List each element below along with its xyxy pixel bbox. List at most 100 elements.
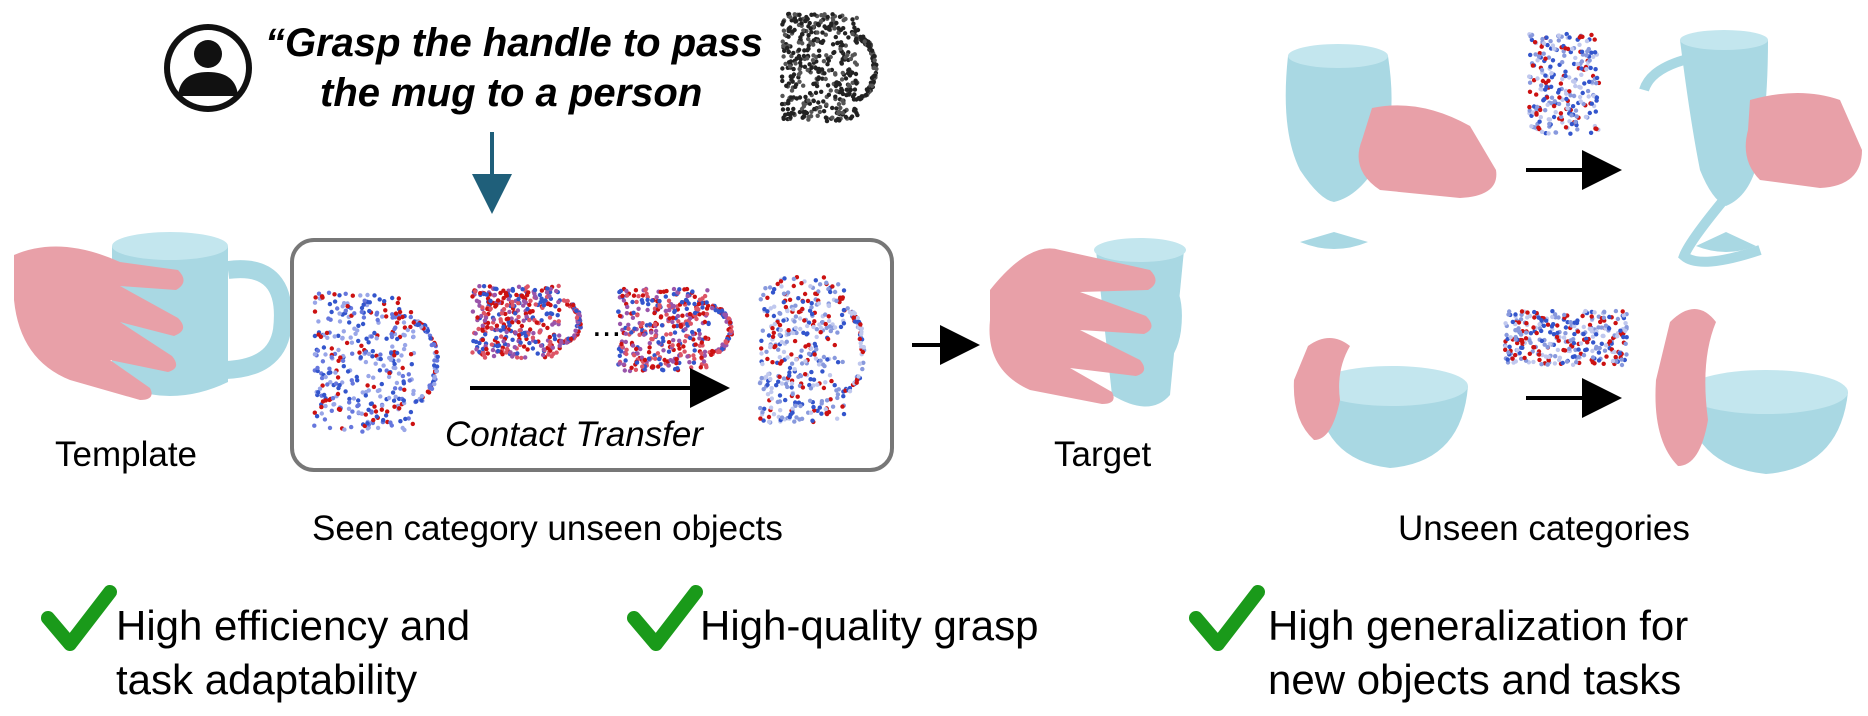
point — [684, 321, 690, 327]
point — [851, 108, 857, 113]
point — [345, 369, 351, 374]
point — [776, 347, 781, 352]
point — [1559, 114, 1564, 120]
point — [825, 357, 830, 362]
point — [676, 342, 681, 348]
point — [765, 382, 770, 387]
point — [796, 296, 801, 301]
point — [667, 307, 672, 313]
point — [826, 92, 832, 98]
point — [809, 109, 814, 115]
point — [791, 283, 796, 289]
point — [506, 297, 511, 302]
point — [647, 345, 652, 350]
point — [1546, 354, 1551, 360]
point — [802, 318, 807, 323]
point — [385, 409, 390, 414]
point — [780, 66, 785, 71]
point — [402, 342, 408, 348]
point — [817, 109, 823, 115]
point — [510, 337, 515, 342]
point — [825, 14, 830, 20]
point — [356, 338, 361, 344]
point — [480, 337, 486, 343]
point — [803, 344, 808, 349]
point — [620, 293, 625, 299]
point — [367, 300, 372, 305]
point — [872, 65, 877, 71]
point — [384, 368, 389, 373]
point — [777, 355, 782, 360]
point — [312, 300, 318, 305]
point — [1603, 343, 1609, 348]
point — [822, 71, 827, 76]
point — [1541, 323, 1547, 328]
point — [410, 421, 415, 427]
point — [1591, 54, 1596, 59]
point — [800, 41, 805, 46]
point — [402, 325, 408, 330]
point — [633, 367, 639, 372]
point — [806, 98, 811, 103]
point — [503, 291, 509, 296]
point — [802, 291, 808, 297]
point — [540, 352, 546, 358]
point — [329, 408, 334, 413]
point — [798, 60, 803, 66]
check-icon — [1189, 585, 1265, 651]
point — [479, 313, 484, 319]
point — [814, 334, 819, 340]
point — [432, 375, 437, 381]
point — [697, 331, 702, 337]
point — [770, 360, 775, 365]
point — [329, 309, 334, 315]
point — [313, 295, 318, 300]
point — [332, 334, 337, 339]
point — [392, 353, 397, 358]
point — [814, 347, 819, 352]
point — [1543, 73, 1548, 78]
point — [366, 388, 371, 393]
point — [411, 320, 416, 325]
point — [1588, 130, 1594, 135]
point — [473, 331, 478, 336]
point — [819, 399, 825, 404]
point — [1575, 61, 1580, 67]
point — [429, 342, 434, 348]
point — [343, 308, 348, 313]
point — [858, 340, 863, 346]
point — [1563, 69, 1568, 74]
point — [1531, 345, 1536, 350]
point — [554, 288, 559, 294]
point — [398, 419, 403, 424]
point — [785, 101, 790, 106]
point — [386, 395, 392, 401]
point — [777, 374, 782, 379]
point — [323, 398, 328, 403]
point — [719, 308, 725, 313]
point — [401, 379, 406, 384]
point — [495, 343, 500, 349]
point — [834, 388, 839, 393]
point — [365, 292, 370, 298]
point — [672, 330, 678, 335]
hand — [14, 246, 184, 400]
point — [835, 330, 840, 335]
point — [662, 357, 667, 363]
point — [1622, 357, 1628, 363]
point — [816, 362, 822, 367]
point — [800, 306, 805, 312]
point — [338, 355, 343, 360]
point — [365, 421, 370, 426]
point — [326, 290, 332, 295]
point — [841, 394, 846, 399]
point — [392, 326, 397, 332]
point — [649, 336, 654, 342]
point — [494, 335, 499, 341]
point — [401, 332, 406, 337]
hand — [1655, 309, 1716, 466]
point — [799, 21, 804, 26]
point — [833, 94, 838, 99]
point — [1596, 358, 1602, 363]
point — [806, 320, 812, 325]
